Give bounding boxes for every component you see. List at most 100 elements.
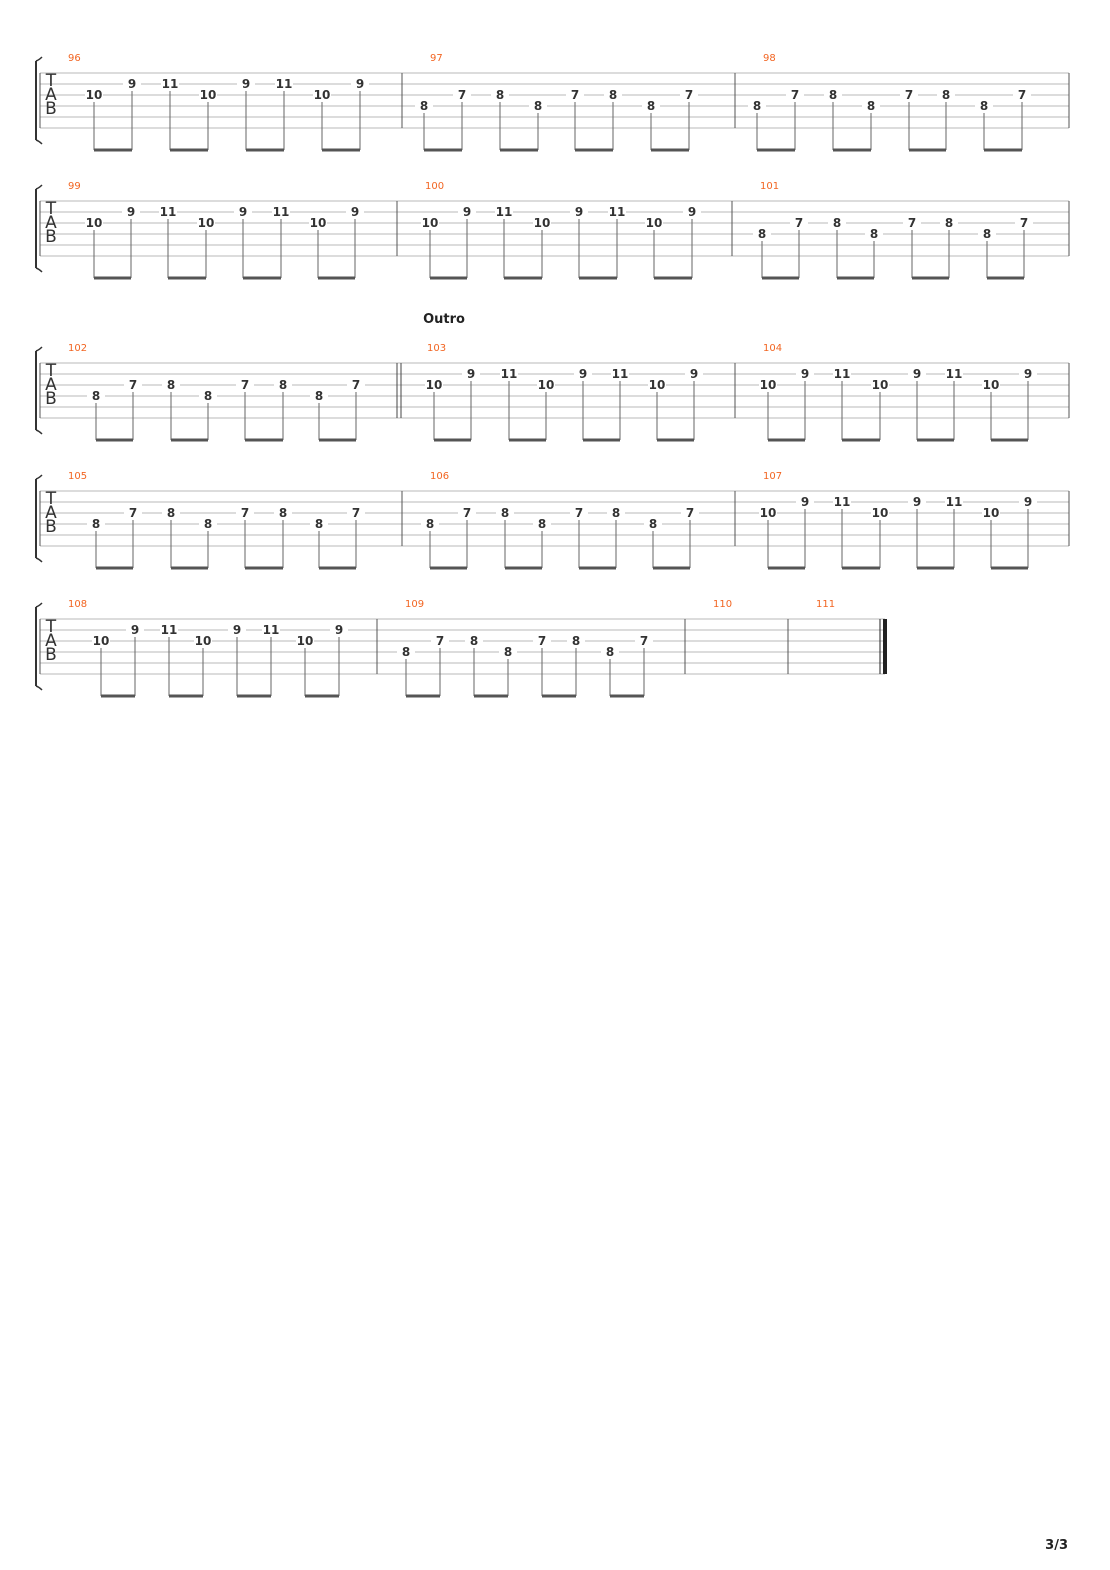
fret-number: 9: [463, 205, 471, 219]
fret-number: 10: [872, 506, 889, 520]
fret-number: 8: [279, 378, 287, 392]
tab-clef-letter: B: [45, 517, 57, 537]
bracket-hook: [35, 602, 43, 691]
fret-number: 7: [571, 88, 579, 102]
fret-number: 7: [129, 506, 137, 520]
fret-backdrop: [871, 507, 889, 519]
fret-backdrop: [458, 206, 476, 218]
fret-backdrop: [162, 507, 180, 519]
fret-backdrop: [421, 518, 439, 530]
fret-backdrop: [608, 206, 626, 218]
fret-number: 10: [983, 378, 1000, 392]
fret-backdrop: [982, 379, 1000, 391]
measure-number: 107: [763, 471, 782, 482]
fret-number: 7: [1020, 216, 1028, 230]
fret-backdrop: [310, 518, 328, 530]
fret-number: 8: [92, 389, 100, 403]
fret-number: 8: [647, 99, 655, 113]
fret-backdrop: [160, 624, 178, 636]
fret-number: 10: [86, 216, 103, 230]
fret-number: 10: [310, 216, 327, 230]
fret-backdrop: [642, 100, 660, 112]
fret-number: 8: [606, 645, 614, 659]
fret-backdrop: [415, 100, 433, 112]
fret-number: 9: [579, 367, 587, 381]
fret-backdrop: [748, 100, 766, 112]
fret-backdrop: [604, 89, 622, 101]
fret-number: 7: [436, 634, 444, 648]
fret-number: 10: [86, 88, 103, 102]
fret-number: 8: [983, 227, 991, 241]
fret-backdrop: [570, 206, 588, 218]
fret-number: 8: [942, 88, 950, 102]
fret-number: 11: [162, 77, 179, 91]
fret-number: 9: [801, 495, 809, 509]
fret-backdrop: [123, 78, 141, 90]
fret-number: 9: [335, 623, 343, 637]
fret-backdrop: [533, 518, 551, 530]
measure-number: 101: [760, 181, 779, 192]
fret-number: 11: [946, 495, 963, 509]
fret-backdrop: [681, 507, 699, 519]
fret-backdrop: [1019, 368, 1037, 380]
fret-number: 8: [92, 517, 100, 531]
fret-number: 10: [534, 216, 551, 230]
fret-backdrop: [648, 379, 666, 391]
fret-number: 9: [913, 495, 921, 509]
fret-number: 8: [649, 517, 657, 531]
fret-backdrop: [275, 78, 293, 90]
fret-backdrop: [790, 217, 808, 229]
fret-number: 9: [913, 367, 921, 381]
fret-number: 8: [945, 216, 953, 230]
fret-number: 9: [801, 367, 809, 381]
measure-number: 100: [425, 181, 444, 192]
fret-backdrop: [431, 635, 449, 647]
fret-backdrop: [237, 78, 255, 90]
fret-backdrop: [900, 89, 918, 101]
fret-number: 11: [496, 205, 513, 219]
fret-number: 7: [241, 506, 249, 520]
measure-number: 103: [427, 343, 446, 354]
fret-number: 9: [688, 205, 696, 219]
fret-backdrop: [491, 89, 509, 101]
fret-number: 10: [314, 88, 331, 102]
fret-number: 10: [195, 634, 212, 648]
tab-clef-letter: A: [45, 503, 57, 523]
fret-backdrop: [680, 89, 698, 101]
fret-number: 8: [279, 506, 287, 520]
fret-backdrop: [978, 228, 996, 240]
fret-number: 7: [685, 88, 693, 102]
fret-number: 7: [905, 88, 913, 102]
fret-backdrop: [945, 496, 963, 508]
fret-number: 8: [867, 99, 875, 113]
fret-backdrop: [601, 646, 619, 658]
fret-number: 7: [129, 378, 137, 392]
fret-number: 8: [204, 389, 212, 403]
page-number: 3/3: [1045, 1538, 1068, 1553]
fret-backdrop: [975, 100, 993, 112]
fret-number: 7: [458, 88, 466, 102]
fret-number: 7: [908, 216, 916, 230]
fret-number: 11: [276, 77, 293, 91]
fret-number: 10: [760, 378, 777, 392]
fret-backdrop: [796, 368, 814, 380]
fret-number: 8: [758, 227, 766, 241]
fret-backdrop: [683, 206, 701, 218]
fret-number: 8: [833, 216, 841, 230]
fret-number: 8: [426, 517, 434, 531]
fret-backdrop: [272, 206, 290, 218]
fret-backdrop: [945, 368, 963, 380]
fret-number: 11: [263, 623, 280, 637]
fret-number: 8: [572, 634, 580, 648]
fret-backdrop: [228, 624, 246, 636]
measure-number: 98: [763, 53, 776, 64]
fret-backdrop: [833, 368, 851, 380]
fret-number: 8: [980, 99, 988, 113]
fret-backdrop: [759, 507, 777, 519]
fret-number: 10: [426, 378, 443, 392]
measure-number: 106: [430, 471, 449, 482]
fret-number: 9: [575, 205, 583, 219]
fret-number: 10: [983, 506, 1000, 520]
tab-clef-letter: B: [45, 99, 57, 119]
